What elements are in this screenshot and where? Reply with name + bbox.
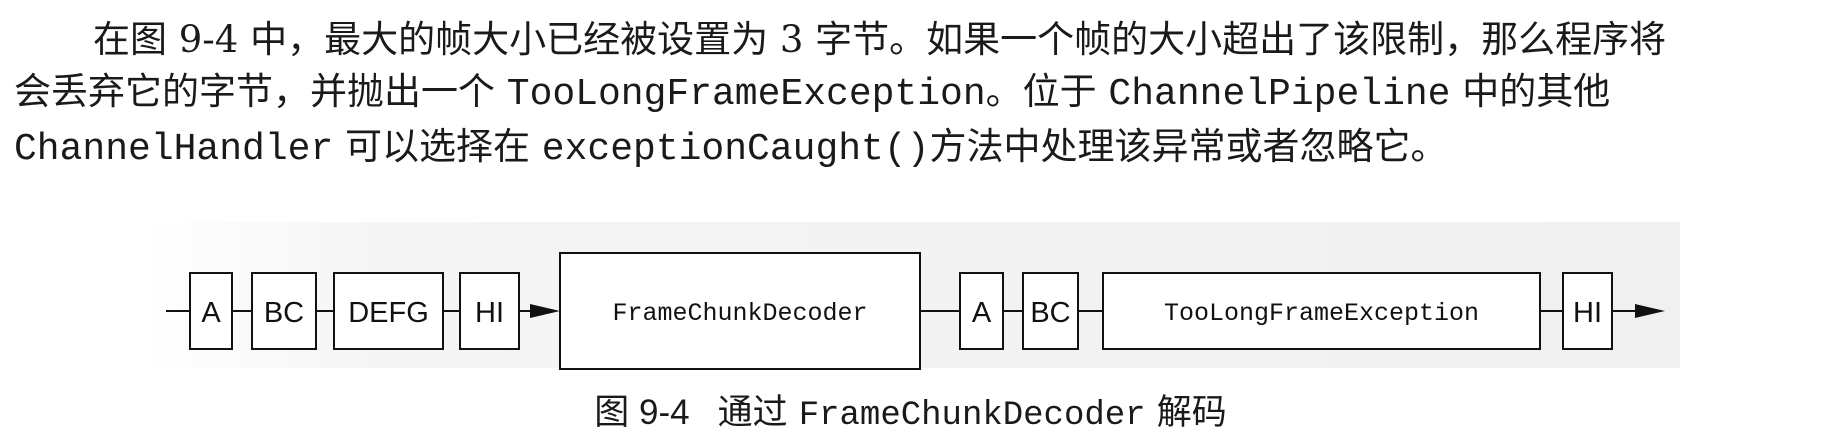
frame-box — [251, 272, 317, 350]
code-exception-caught: exceptionCaught() — [541, 128, 930, 171]
frame-label: HI — [1573, 297, 1602, 329]
body-paragraph: 在图 9-4 中，最大的帧大小已经被设置为 3 字节。如果一个帧的大小超出了该限… — [14, 14, 1809, 176]
decoder-box — [559, 252, 921, 370]
paragraph-text: 会丢弃它的字节，并抛出一个 — [14, 70, 507, 113]
code-channel-pipeline: ChannelPipeline — [1108, 73, 1451, 116]
arrow-head-icon — [530, 304, 560, 318]
frame-box — [959, 272, 1004, 350]
paragraph-text: 在图 9-4 中，最大的帧大小已经被设置为 3 字节。如果一个帧的大小超出了该限… — [93, 18, 1667, 61]
paragraph-line-1: 在图 9-4 中，最大的帧大小已经被设置为 3 字节。如果一个帧的大小超出了该限… — [14, 14, 1809, 66]
caption-number: 图 9-4 — [594, 393, 690, 432]
frame-label: HI — [475, 297, 504, 329]
frame-box — [1562, 272, 1613, 350]
arrow-head-icon — [1635, 304, 1665, 318]
caption-code: FrameChunkDecoder — [798, 397, 1146, 435]
paragraph-text: 方法中处理该异常或者忽略它。 — [929, 125, 1448, 168]
frame-label: DEFG — [348, 297, 429, 329]
frame-label: BC — [264, 297, 304, 329]
exception-box — [1102, 272, 1541, 350]
paragraph-line-2: 会丢弃它的字节，并抛出一个 TooLongFrameException。位于 C… — [14, 66, 1809, 121]
paragraph-line-3: ChannelHandler 可以选择在 exceptionCaught()方法… — [14, 121, 1809, 176]
decoder-label: FrameChunkDecoder — [612, 299, 867, 328]
paragraph-text: 。位于 — [985, 70, 1109, 113]
frame-label: A — [972, 297, 992, 329]
exception-label: TooLongFrameException — [1164, 299, 1479, 328]
code-too-long-frame-exception: TooLongFrameException — [506, 73, 986, 116]
frame-label: A — [201, 297, 221, 329]
frame-box — [189, 272, 233, 350]
frame-box — [459, 272, 520, 350]
caption-text: 通过 — [717, 393, 799, 433]
code-channel-handler: ChannelHandler — [14, 128, 334, 171]
frame-box — [1022, 272, 1079, 350]
caption-text: 解码 — [1145, 393, 1227, 433]
frame-box — [333, 272, 444, 350]
paragraph-text: 中的其他 — [1450, 70, 1611, 113]
frame-label: BC — [1030, 297, 1070, 329]
paragraph-text: 可以选择在 — [333, 125, 542, 168]
figure-caption: 图 9-4 通过 FrameChunkDecoder 解码 — [0, 393, 1821, 436]
